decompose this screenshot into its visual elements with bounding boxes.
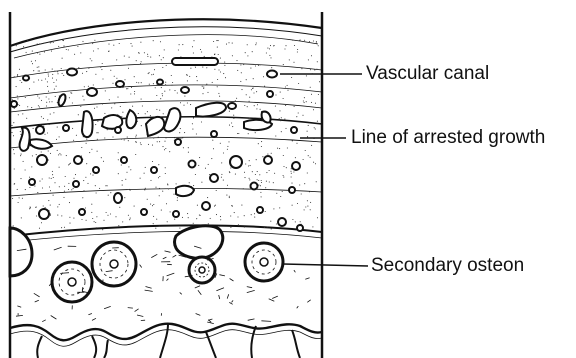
diagram-frame <box>10 12 322 358</box>
label-secondary-osteon: Secondary osteon <box>371 255 524 277</box>
label-line-of-arrested-growth: Line of arrested growth <box>351 127 545 149</box>
endosteal-boundary <box>10 225 322 242</box>
vascular-canals <box>11 58 303 231</box>
medullary-margin <box>10 324 322 358</box>
secondary-osteons <box>52 242 283 302</box>
label-vascular-canal: Vascular canal <box>366 63 489 85</box>
periosteal-surface <box>10 19 322 58</box>
leader-secondary-osteon <box>283 264 368 266</box>
stipple-texture <box>11 39 320 230</box>
